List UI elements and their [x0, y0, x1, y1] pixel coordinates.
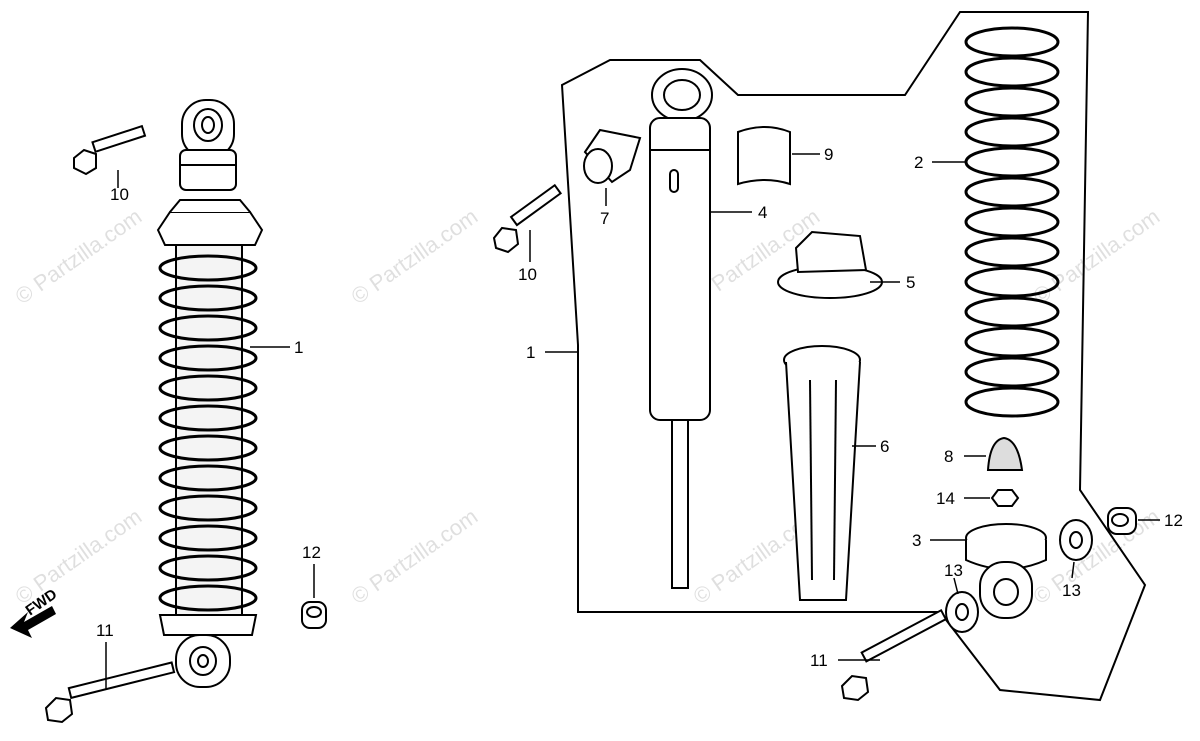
- watermark: © Partzilla.com: [11, 204, 147, 310]
- callout-14: 14: [936, 489, 955, 508]
- nut-12-left: [301, 601, 327, 629]
- washers-13: [945, 519, 1093, 633]
- bump-rubber-8: [986, 436, 1024, 471]
- callout-8: 8: [944, 447, 953, 466]
- callout-12-left: 12: [302, 543, 321, 562]
- callout-10-left: 10: [110, 185, 129, 204]
- watermark: © Partzilla.com: [11, 504, 147, 610]
- callout-9: 9: [824, 145, 833, 164]
- nut-12-right: [1107, 507, 1137, 535]
- callout-1-left: 1: [294, 338, 303, 357]
- callouts: 1 10 11 12 1 2 3 4 5 6 7 8 9 10 11 12 13…: [96, 145, 1183, 670]
- bolt-11-right: [840, 608, 948, 702]
- spring-seat-5: [777, 230, 883, 299]
- spring-guide-6: [783, 345, 861, 601]
- coil-spring-2: [964, 26, 1060, 418]
- callout-13-a: 13: [944, 561, 963, 580]
- collar-7: [583, 128, 642, 184]
- damper-body: [649, 68, 713, 589]
- callout-11: 11: [810, 651, 828, 670]
- callout-3: 3: [912, 531, 921, 550]
- lower-bracket-3: [965, 523, 1047, 619]
- nut-14: [990, 489, 1020, 507]
- exploded-group-outline: [560, 11, 1147, 702]
- fwd-arrow: FWD: [10, 586, 60, 638]
- right-leaders: [529, 153, 1160, 661]
- callout-13-b: 13: [1062, 581, 1081, 600]
- callout-12: 12: [1164, 511, 1183, 530]
- callout-2: 2: [914, 153, 923, 172]
- callout-11-left: 11: [96, 621, 114, 640]
- assembled-shock-absorber: [156, 99, 264, 688]
- bolt-11-left: [44, 661, 176, 724]
- watermark: © Partzilla.com: [1029, 204, 1165, 310]
- callout-6: 6: [880, 437, 889, 456]
- watermark: © Partzilla.com: [347, 504, 483, 610]
- watermark: © Partzilla.com: [347, 204, 483, 310]
- callout-1: 1: [526, 343, 535, 362]
- bolt-10-right: [492, 183, 563, 254]
- callout-7: 7: [600, 209, 609, 228]
- callout-10: 10: [518, 265, 537, 284]
- callout-4: 4: [758, 203, 767, 222]
- bolt-10-left: [73, 124, 147, 176]
- cap-9: [737, 126, 791, 186]
- left-leaders: [105, 170, 315, 690]
- callout-5: 5: [906, 273, 915, 292]
